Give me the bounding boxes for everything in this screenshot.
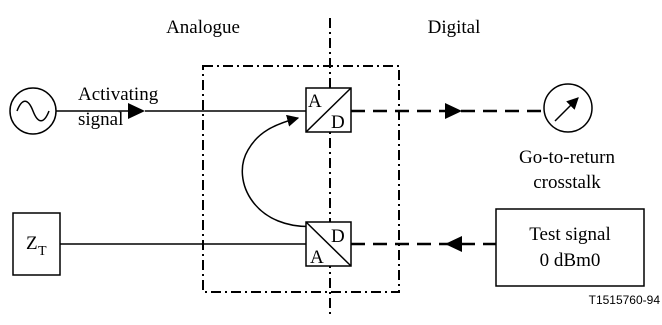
test-level-label: 0 dBm0 [540,250,601,271]
activating-arrow [128,103,145,119]
upper-ad-converter: A D [305,87,352,133]
lower-converter-d: D [331,226,345,247]
test-signal-box: Test signal 0 dBm0 [495,208,645,287]
analogue-heading: Analogue [166,17,240,38]
test-signal-label: Test signal [529,224,611,245]
lower-ad-converter: D A [305,221,352,268]
signal-label: signal [78,109,123,130]
crosstalk-label-2: crosstalk [533,172,601,193]
lower-converter-a: A [310,247,324,268]
termination-impedance-box: Z T [12,212,61,276]
codec-enclosure [202,65,400,293]
zt-subscript: T [38,244,47,259]
echo-path-arrow [241,114,319,228]
zt-label: Z [26,233,38,254]
upper-converter-d: D [331,112,345,133]
upper-converter-a: A [308,91,322,112]
lower-digital-arrow [445,236,462,252]
figure-code: T1515760-94 [589,293,661,307]
upper-digital-arrow [445,103,462,119]
level-meter-icon [543,83,593,133]
activating-label: Activating [78,84,159,105]
crosstalk-label-1: Go-to-return [519,147,616,168]
sine-wave-generator-icon [9,87,57,135]
digital-heading: Digital [428,17,481,38]
